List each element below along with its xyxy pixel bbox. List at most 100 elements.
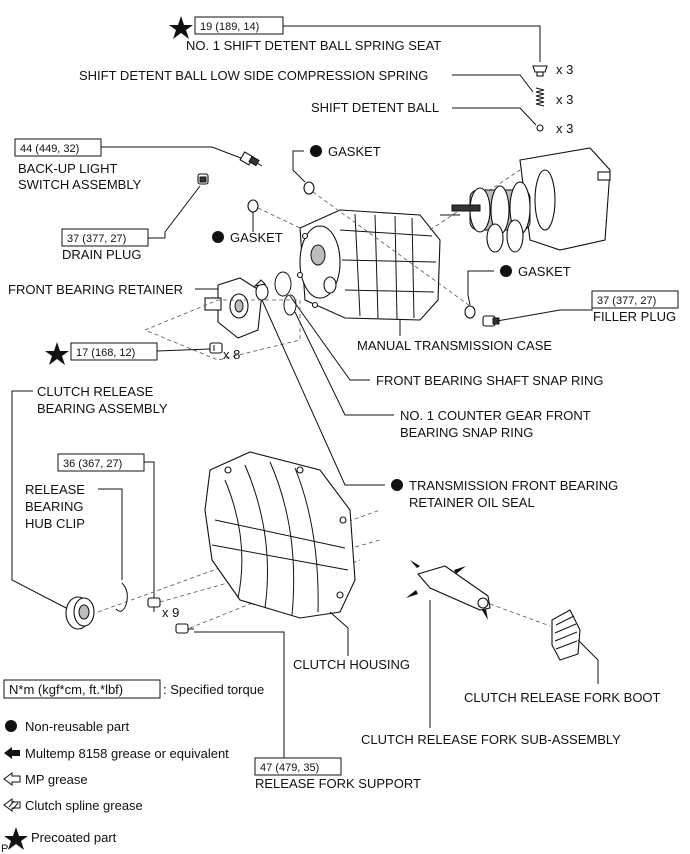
retainer-bolt-callout: 17 (168, 12) x 8	[45, 342, 240, 365]
label-gasket-left: GASKET	[230, 230, 283, 245]
label-detent-ball: SHIFT DETENT BALL	[311, 100, 439, 115]
legend-mp-grease-text: MP grease	[25, 772, 88, 787]
hub-clip-icon	[115, 582, 128, 612]
non-reusable-dot-icon	[391, 479, 403, 491]
torque-drain-plug: 37 (377, 27)	[67, 233, 126, 245]
filler-plug-icon	[482, 315, 500, 327]
legend-spline-grease-text: Clutch spline grease	[25, 798, 143, 813]
precoated-star-icon	[45, 342, 69, 365]
clutch-housing-callout: CLUTCH HOUSING	[293, 611, 410, 672]
legend-multemp: Multemp 8158 grease or equivalent	[4, 746, 229, 761]
label-backup-light-2: SWITCH ASSEMBLY	[18, 177, 142, 192]
gasket-top-callout: GASKET	[292, 144, 381, 195]
label-drain-plug: DRAIN PLUG	[62, 247, 141, 262]
legend-mp-grease: MP grease	[3, 772, 88, 787]
spring-seat-callout: 19 (189, 14) NO. 1 SHIFT DETENT BALL SPR…	[169, 16, 541, 62]
transmission-case-callout: MANUAL TRANSMISSION CASE	[357, 320, 552, 353]
legend-precoated: Precoated part P	[1, 827, 117, 854]
fork-support-callout: 47 (479, 35) RELEASE FORK SUPPORT	[175, 623, 421, 791]
snap-rings-part	[274, 271, 297, 316]
label-filler-plug: FILLER PLUG	[593, 309, 676, 324]
drain-plug-icon	[197, 173, 209, 185]
backup-light-switch-icon	[239, 151, 263, 167]
housing-bolt-icon	[147, 597, 161, 612]
torque-backup-light: 44 (449, 32)	[20, 143, 79, 155]
label-counter-gear-snap-ring-1: NO. 1 COUNTER GEAR FRONT	[400, 408, 591, 423]
non-reusable-dot-icon	[500, 265, 512, 277]
multemp-grease-arrow-icon	[410, 560, 420, 568]
label-clutch-housing: CLUTCH HOUSING	[293, 657, 410, 672]
qty-spring: x 3	[556, 92, 573, 107]
label-transmission-case: MANUAL TRANSMISSION CASE	[357, 338, 552, 353]
label-clutch-release-bearing-1: CLUTCH RELEASE	[37, 384, 154, 399]
corner-mark: P	[1, 843, 8, 854]
torque-housing-bolt: 36 (367, 27)	[63, 458, 122, 470]
precoated-star-icon	[169, 16, 193, 39]
non-reusable-dot-icon	[212, 231, 224, 243]
legend-torque-text: : Specified torque	[163, 682, 264, 697]
label-compression-spring: SHIFT DETENT BALL LOW SIDE COMPRESSION S…	[79, 68, 428, 83]
fork-support-icon	[175, 623, 194, 634]
detent-ball-icon	[536, 124, 544, 132]
spline-grease-arrow-icon	[3, 798, 21, 812]
label-oil-seal-2: RETAINER OIL SEAL	[409, 495, 535, 510]
qty-ball: x 3	[556, 121, 573, 136]
gasket-left-icon	[247, 199, 259, 213]
drain-plug-callout: 37 (377, 27) DRAIN PLUG	[61, 173, 209, 262]
front-bearing-retainer-callout: FRONT BEARING RETAINER	[8, 277, 269, 339]
hub-clip-callout: RELEASE BEARING HUB CLIP	[25, 482, 128, 612]
filler-plug-callout: 37 (377, 27) FILLER PLUG	[482, 290, 679, 327]
fork-boot-callout: CLUTCH RELEASE FORK BOOT	[464, 639, 661, 705]
multemp-grease-arrow-icon	[454, 566, 466, 574]
label-gasket-right: GASKET	[518, 264, 571, 279]
label-spring-seat: NO. 1 SHIFT DETENT BALL SPRING SEAT	[186, 38, 441, 53]
label-gasket-top: GASKET	[328, 144, 381, 159]
label-release-fork-support: RELEASE FORK SUPPORT	[255, 776, 421, 791]
label-fork-boot: CLUTCH RELEASE FORK BOOT	[464, 690, 661, 705]
precoated-star-icon	[4, 827, 28, 850]
legend-torque: N*m (kgf*cm, ft.*lbf) : Specified torque	[3, 679, 264, 699]
compression-spring-callout: SHIFT DETENT BALL LOW SIDE COMPRESSION S…	[79, 68, 573, 107]
torque-filler-plug: 37 (377, 27)	[597, 295, 656, 307]
multemp-grease-arrow-icon	[482, 609, 488, 620]
gasket-top-icon	[303, 181, 315, 195]
qty-spring-seat: x 3	[556, 62, 573, 77]
front-bearing-retainer-part	[204, 277, 263, 339]
retainer-bolt-icon	[209, 342, 223, 354]
clutch-release-bearing-part	[65, 596, 95, 630]
clutch-release-bearing-callout: CLUTCH RELEASE BEARING ASSEMBLY	[11, 384, 168, 630]
legend-multemp-text: Multemp 8158 grease or equivalent	[25, 746, 229, 761]
legend-torque-box: N*m (kgf*cm, ft.*lbf)	[9, 682, 123, 697]
non-reusable-dot-icon	[5, 720, 17, 732]
label-hub-clip-3: HUB CLIP	[25, 516, 85, 531]
detent-ball-callout: SHIFT DETENT BALL x 3	[311, 100, 573, 136]
label-oil-seal-1: TRANSMISSION FRONT BEARING	[409, 478, 618, 493]
label-hub-clip-2: BEARING	[25, 499, 84, 514]
gasket-left-callout: GASKET	[212, 199, 283, 245]
label-backup-light-1: BACK-UP LIGHT	[18, 161, 118, 176]
manual-transmission-case-part	[296, 209, 441, 321]
oil-seal-icon	[253, 279, 269, 301]
label-front-bearing-retainer: FRONT BEARING RETAINER	[8, 282, 183, 297]
legend-precoated-text: Precoated part	[31, 830, 117, 845]
compression-spring-icon	[535, 87, 545, 107]
legend: N*m (kgf*cm, ft.*lbf) : Specified torque…	[1, 679, 264, 854]
non-reusable-dot-icon	[310, 145, 322, 157]
torque-fork-support: 47 (479, 35)	[260, 762, 319, 774]
backup-light-callout: 44 (449, 32) BACK-UP LIGHT SWITCH ASSEMB…	[14, 138, 263, 192]
spring-seat-part: x 3	[532, 62, 573, 77]
legend-non-reusable-text: Non-reusable part	[25, 719, 129, 734]
legend-spline-grease: Clutch spline grease	[3, 798, 143, 813]
label-hub-clip-1: RELEASE	[25, 482, 85, 497]
gasket-right-icon	[464, 305, 476, 319]
torque-retainer-bolt: 17 (168, 12)	[76, 347, 135, 359]
release-fork-part	[406, 560, 491, 620]
fork-sub-assembly-callout: CLUTCH RELEASE FORK SUB-ASSEMBLY	[361, 600, 621, 747]
qty-retainer-bolts: x 8	[223, 347, 240, 362]
mp-grease-arrow-icon	[3, 772, 21, 786]
legend-non-reusable: Non-reusable part	[5, 719, 129, 734]
clutch-housing-part	[204, 451, 356, 619]
multemp-grease-arrow-icon	[4, 747, 20, 759]
gasket-right-callout: GASKET	[464, 264, 571, 319]
